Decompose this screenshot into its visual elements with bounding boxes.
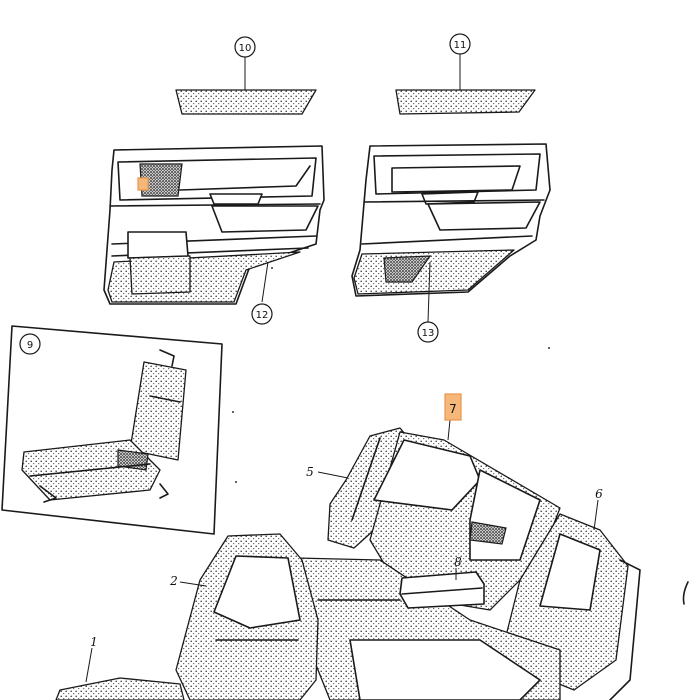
front-seat-assembly: 2 1 [55, 533, 319, 700]
callout-label-6: 6 [595, 487, 603, 501]
part-10-trim-capping: 10 [175, 36, 317, 115]
part-12-door-panel: 12 [103, 145, 325, 325]
callout-label-5: 5 [306, 465, 314, 479]
part-8-armrest [399, 571, 485, 609]
callout-circle-11 [449, 33, 471, 55]
callout-label-2: 2 [169, 574, 178, 588]
scan-specks [232, 267, 689, 605]
callout-circle-10 [234, 36, 256, 58]
callout-label-10: 10 [239, 43, 252, 54]
callout-circle-9 [19, 333, 41, 355]
rear-seat-assembly: 5 7 6 8 [295, 393, 641, 700]
callout-circle-12 [251, 303, 273, 325]
callout-label-1: 1 [90, 635, 98, 649]
part-9-inset-folding-seat: 9 [1, 325, 223, 535]
callout-label-13: 13 [422, 328, 435, 339]
part-11-trim-capping: 11 [395, 33, 536, 115]
callout-label-11: 11 [454, 40, 467, 51]
highlight-marker-7 [444, 393, 462, 421]
callout-label-8: 8 [454, 555, 462, 569]
part-1-seat-cushion [55, 677, 185, 700]
callout-label-12: 12 [256, 310, 269, 321]
callout-label-7: 7 [449, 402, 457, 416]
callout-label-9: 9 [27, 340, 33, 351]
part-13-door-panel: 13 [351, 143, 551, 343]
highlight-marker-12-detail [137, 177, 149, 191]
callout-circle-13 [417, 321, 439, 343]
